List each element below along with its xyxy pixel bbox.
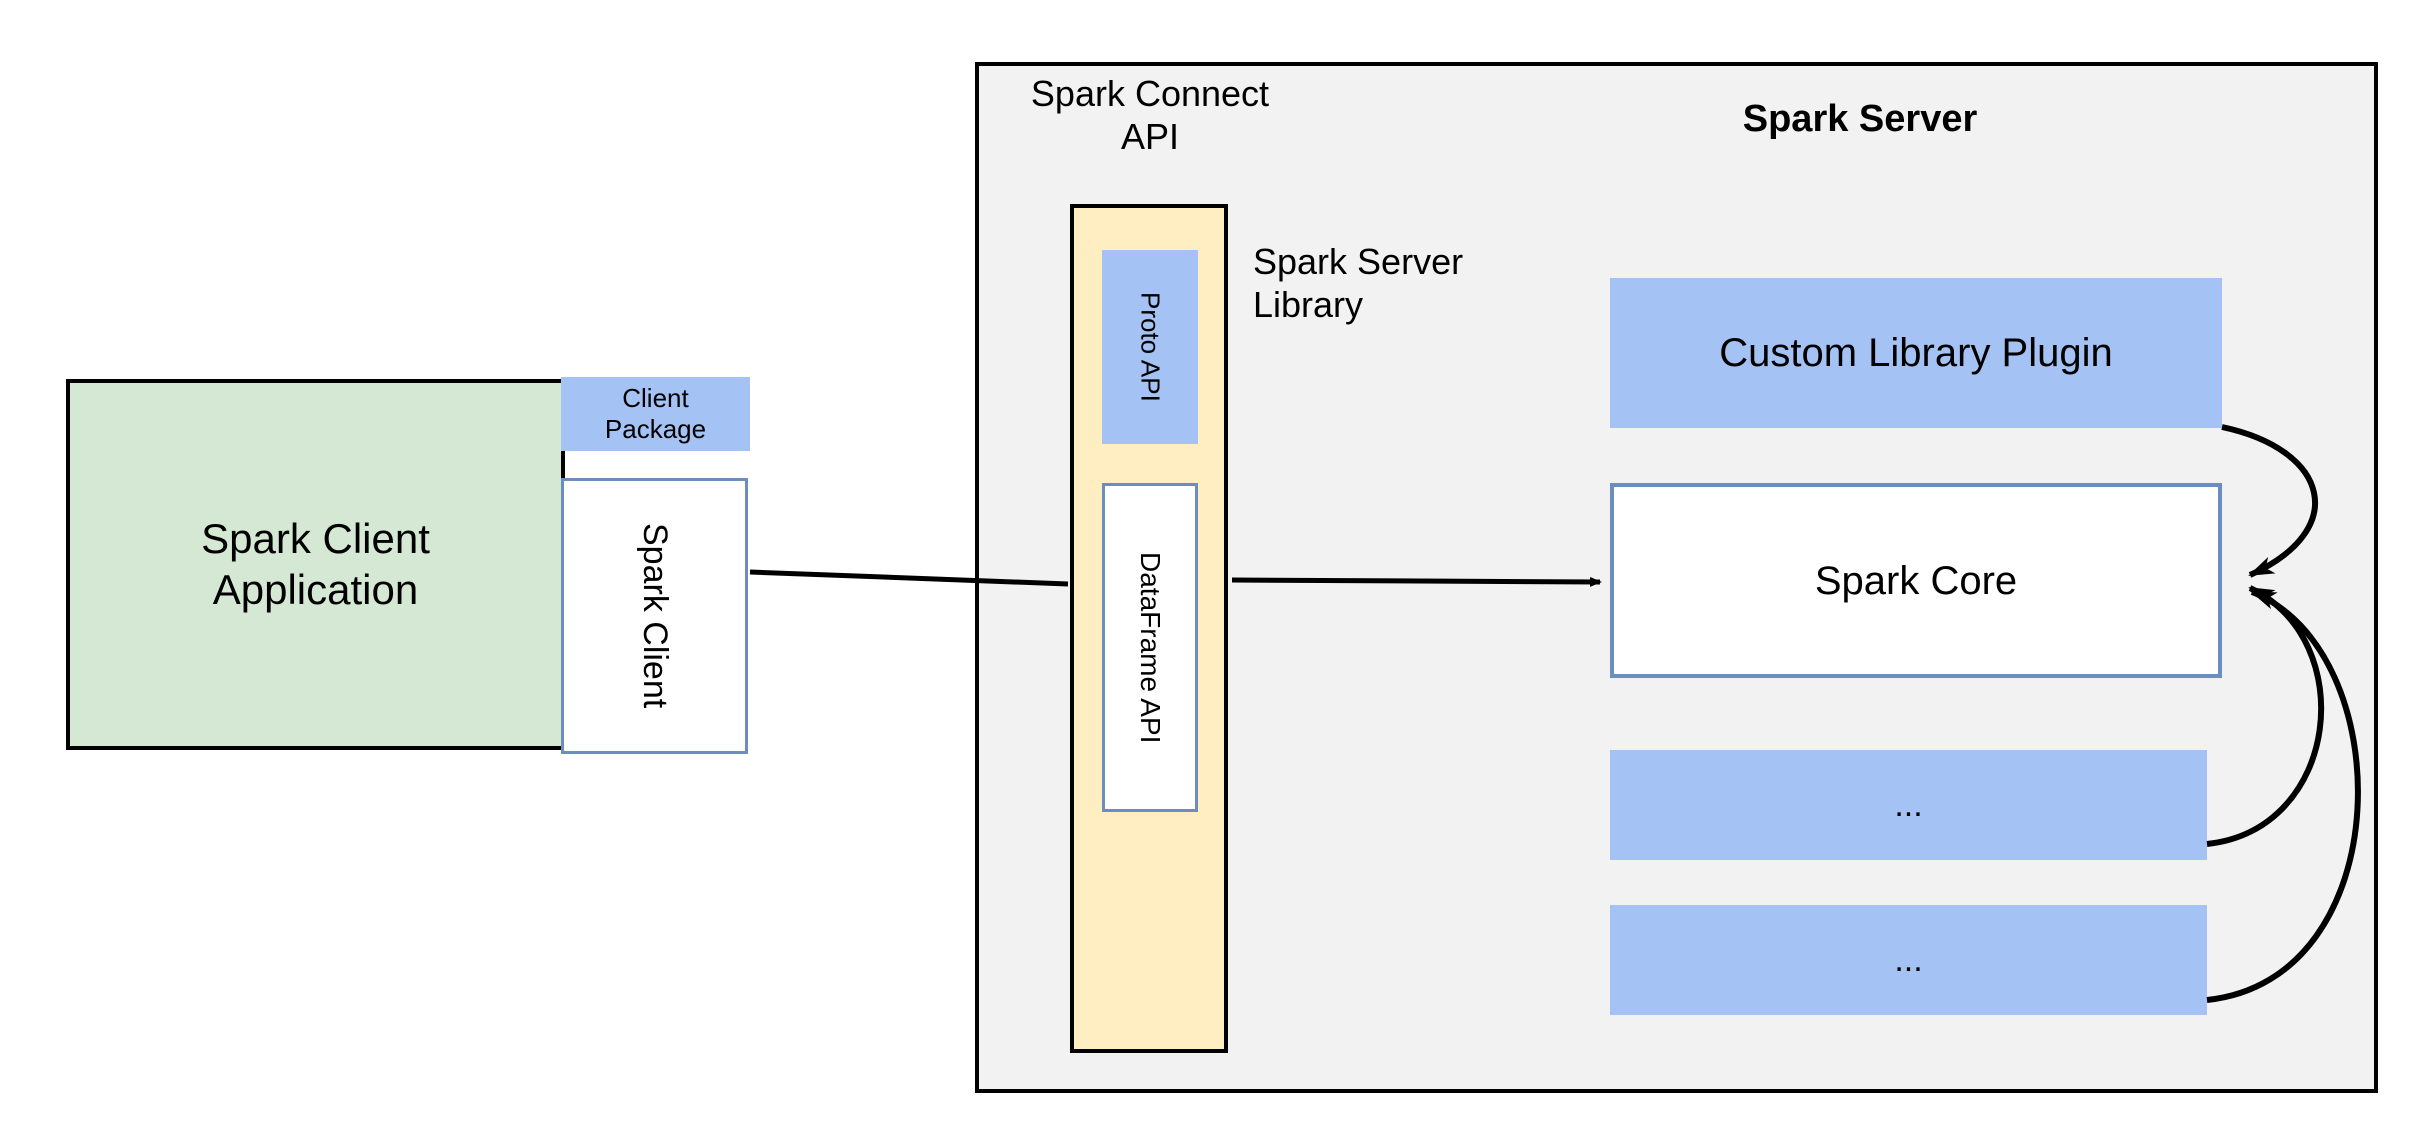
client-package-label-line1: Client — [622, 382, 689, 413]
spark-client-application-box[interactable]: Spark Client Application — [66, 379, 565, 750]
spark-server-library-label: Spark Server Library — [1253, 240, 1553, 350]
proto-api-label: Proto API — [1135, 292, 1166, 402]
spark-server-library-label-line1: Spark Server — [1253, 241, 1464, 282]
spark-connect-api-label: Spark Connect API — [1005, 65, 1295, 165]
spark-server-library-label-line2: Library — [1253, 284, 1364, 326]
dataframe-api-label: DataFrame API — [1134, 551, 1166, 744]
server-component-ellipsis-1[interactable]: ... — [1610, 750, 2207, 860]
client-package-box[interactable]: Client Package — [561, 377, 750, 451]
spark-connect-api-label-line1: Spark Connect — [1030, 72, 1270, 114]
client-package-label-line2: Package — [604, 414, 707, 444]
spark-core-box[interactable]: Spark Core — [1610, 483, 2222, 678]
dataframe-api-box[interactable]: DataFrame API — [1102, 483, 1198, 812]
spark-client-box[interactable]: Spark Client — [561, 478, 748, 754]
spark-client-label: Spark Client — [635, 523, 674, 709]
custom-library-plugin-box[interactable]: Custom Library Plugin — [1610, 278, 2222, 428]
server-component-ellipsis-2[interactable]: ... — [1610, 905, 2207, 1015]
spark-client-application-line2: Application — [212, 565, 419, 613]
spark-server-title: Spark Server — [1742, 98, 1978, 141]
spark-connect-api-label-line2: API — [1120, 116, 1180, 157]
spark-client-application-line1: Spark Client — [201, 515, 430, 563]
proto-api-box[interactable]: Proto API — [1102, 250, 1198, 444]
